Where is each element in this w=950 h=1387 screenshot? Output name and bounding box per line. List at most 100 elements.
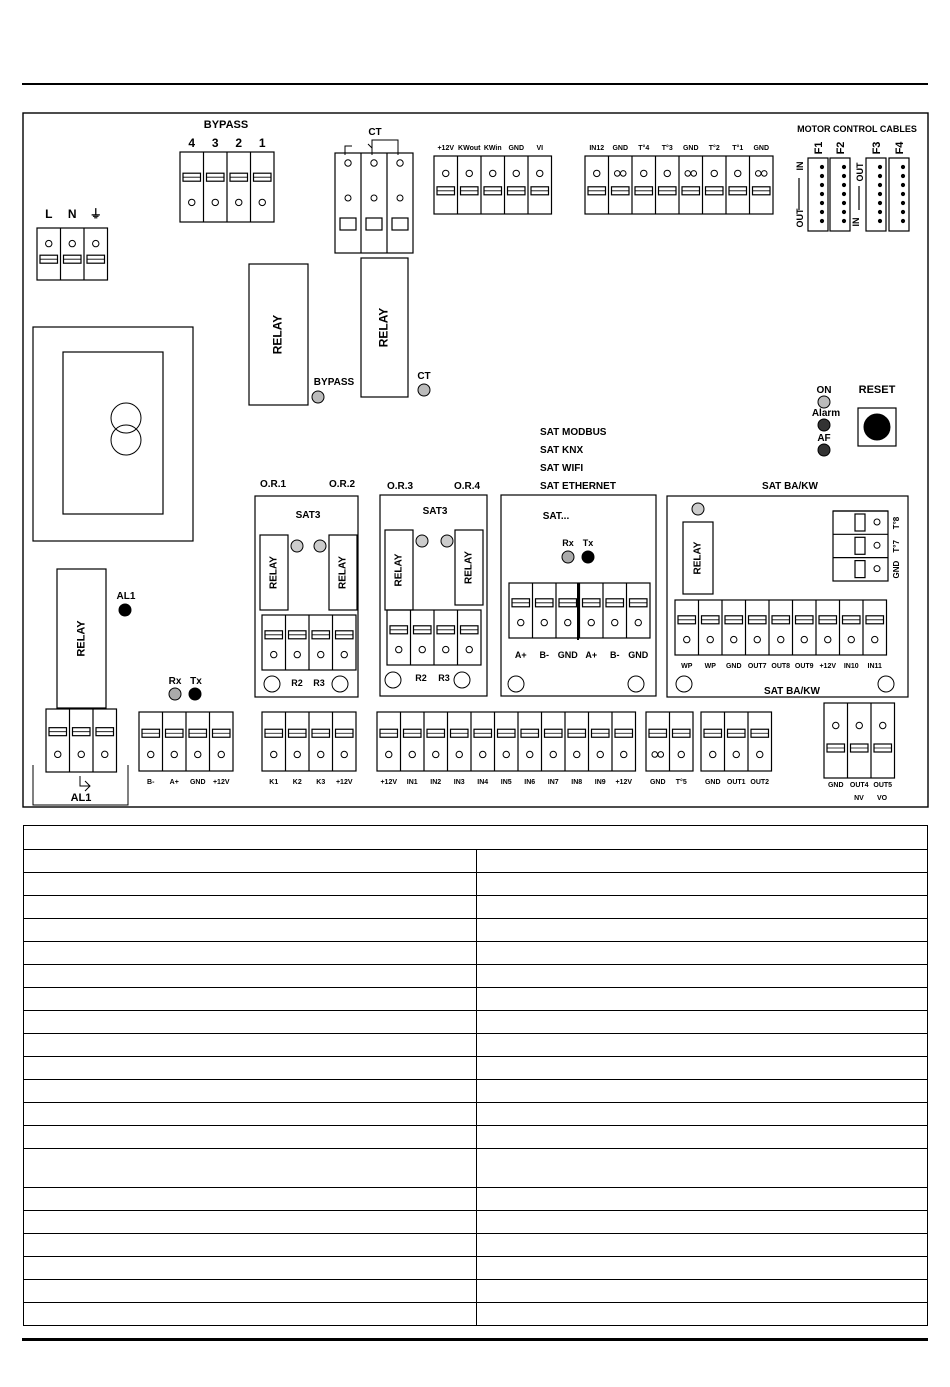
sat-dots-screw — [507, 675, 525, 693]
in-terminal-hole — [620, 750, 628, 759]
k-terminal-hole — [317, 750, 325, 759]
t5-terminal-hole — [677, 750, 685, 759]
bakw-led — [691, 502, 705, 516]
motor-connector — [807, 157, 829, 232]
bakw-terminal-label: WP — [705, 663, 717, 670]
motor-pin — [819, 164, 825, 170]
sat3b-r3: R3 — [438, 673, 450, 683]
out-right-sub-label: NV — [854, 795, 864, 802]
sat3b-screw — [453, 671, 471, 689]
in-terminal-label: IN9 — [595, 779, 606, 786]
motor-pin — [841, 209, 847, 215]
motor-out-label: OUT — [795, 208, 805, 228]
bakw-terminal-hole — [824, 635, 832, 644]
in-terminal-label: +12V — [380, 779, 397, 786]
table-cell — [23, 1102, 477, 1126]
bus-terminal-label: +12V — [213, 779, 230, 786]
top-terminal-hole — [489, 169, 497, 178]
motor-pin — [900, 164, 906, 170]
motor-pin — [877, 164, 883, 170]
bus-terminal-hole — [217, 750, 225, 759]
ct-wire-arrow — [344, 139, 399, 155]
table-cell — [23, 1233, 477, 1257]
motor-pin — [819, 209, 825, 215]
bakw-terminal-hole — [683, 635, 691, 644]
sat3a-r3: R3 — [313, 678, 325, 688]
motor-fan-label: F1 — [813, 142, 825, 155]
table-cell — [476, 1187, 928, 1211]
top-terminal-label: GND — [508, 145, 524, 152]
bypass-terminal-hole — [188, 198, 196, 207]
table-row — [23, 1125, 928, 1149]
out-right-terminal-hole — [879, 721, 887, 730]
sat3a-relay-2 — [328, 534, 358, 611]
sensor-terminal-hole — [710, 169, 718, 178]
table-row — [23, 1233, 928, 1257]
al1-led — [118, 603, 132, 617]
bakw-terminal-label: IN11 — [868, 663, 883, 670]
out-right-terminal-hole — [855, 721, 863, 730]
bus-terminal-label: GND — [190, 779, 206, 786]
al1-terminal-hole — [54, 750, 62, 759]
rx-label: Rx — [169, 676, 182, 687]
top-terminal-label: +12V — [437, 145, 454, 152]
in-terminal-label: IN2 — [430, 779, 441, 786]
table-row — [23, 918, 928, 942]
power-label: ⏚ — [90, 207, 102, 221]
table-row — [23, 1302, 928, 1326]
table-row — [23, 1102, 928, 1126]
bus-terminal-label: A+ — [170, 779, 179, 786]
sensor-terminal-label: T°2 — [709, 144, 720, 152]
motor-pin — [877, 218, 883, 224]
bakw-temp-hole — [873, 565, 881, 573]
sat3a-terminal-hole — [293, 650, 301, 659]
status-alarm-led — [817, 418, 831, 432]
motor-pin — [841, 182, 847, 188]
ct-relay — [360, 257, 409, 398]
sat-dots-title: SAT... — [543, 511, 570, 522]
bakw-temp-hole — [873, 541, 881, 549]
sat3b-title: SAT3 — [423, 506, 448, 517]
out-right-terminal-label: OUT5 — [873, 782, 892, 789]
bypass-terminal-hole — [258, 198, 266, 207]
al1-terminal-body — [45, 708, 118, 773]
sat-list-item: SAT WIFI — [540, 463, 583, 474]
table-header-cell — [23, 825, 928, 850]
table-cell — [476, 964, 928, 988]
out-right-sub-label: VO — [877, 795, 888, 802]
table-cell — [23, 872, 477, 896]
sat3b-terminal-hole — [395, 645, 403, 654]
bakw-terminal-label: WP — [681, 663, 693, 670]
transformer-coil — [110, 402, 142, 434]
top-terminal-body — [433, 155, 553, 215]
sensor-terminal-hole — [690, 170, 698, 177]
in-terminal-hole — [385, 750, 393, 759]
status-on-label: ON — [817, 385, 832, 396]
al1-led-label: AL1 — [117, 591, 136, 602]
sat-dots-tx: Tx — [583, 538, 594, 548]
bus-terminal-label: B- — [147, 779, 155, 786]
bypass-terminal-hole — [211, 198, 219, 207]
table-cell — [23, 1279, 477, 1303]
bakw-frame — [666, 495, 909, 698]
table-cell — [23, 1148, 477, 1188]
table-cell — [476, 895, 928, 919]
sat-list-item: SAT KNX — [540, 445, 583, 456]
sat3a-frame — [254, 495, 359, 698]
top-terminal-hole — [465, 169, 473, 178]
table-row — [23, 1079, 928, 1103]
sat-dots-terminal-hole — [611, 618, 619, 627]
sat3a-terminal-hole — [270, 650, 278, 659]
motor-pin — [819, 173, 825, 179]
motor-pin — [841, 164, 847, 170]
sensor-terminal-label: GND — [683, 145, 699, 152]
sat3a-relay-1-label: RELAY — [269, 556, 280, 589]
bakw-relay-label: RELAY — [693, 541, 704, 574]
sat3b-screw — [384, 671, 402, 689]
top-terminal-hole — [536, 169, 544, 178]
table-cell — [23, 1079, 477, 1103]
t5-terminal-label: T°5 — [676, 778, 687, 786]
sat-dots-rx: Rx — [562, 538, 574, 548]
bypass-led — [311, 390, 325, 404]
motor-connector — [829, 157, 851, 232]
